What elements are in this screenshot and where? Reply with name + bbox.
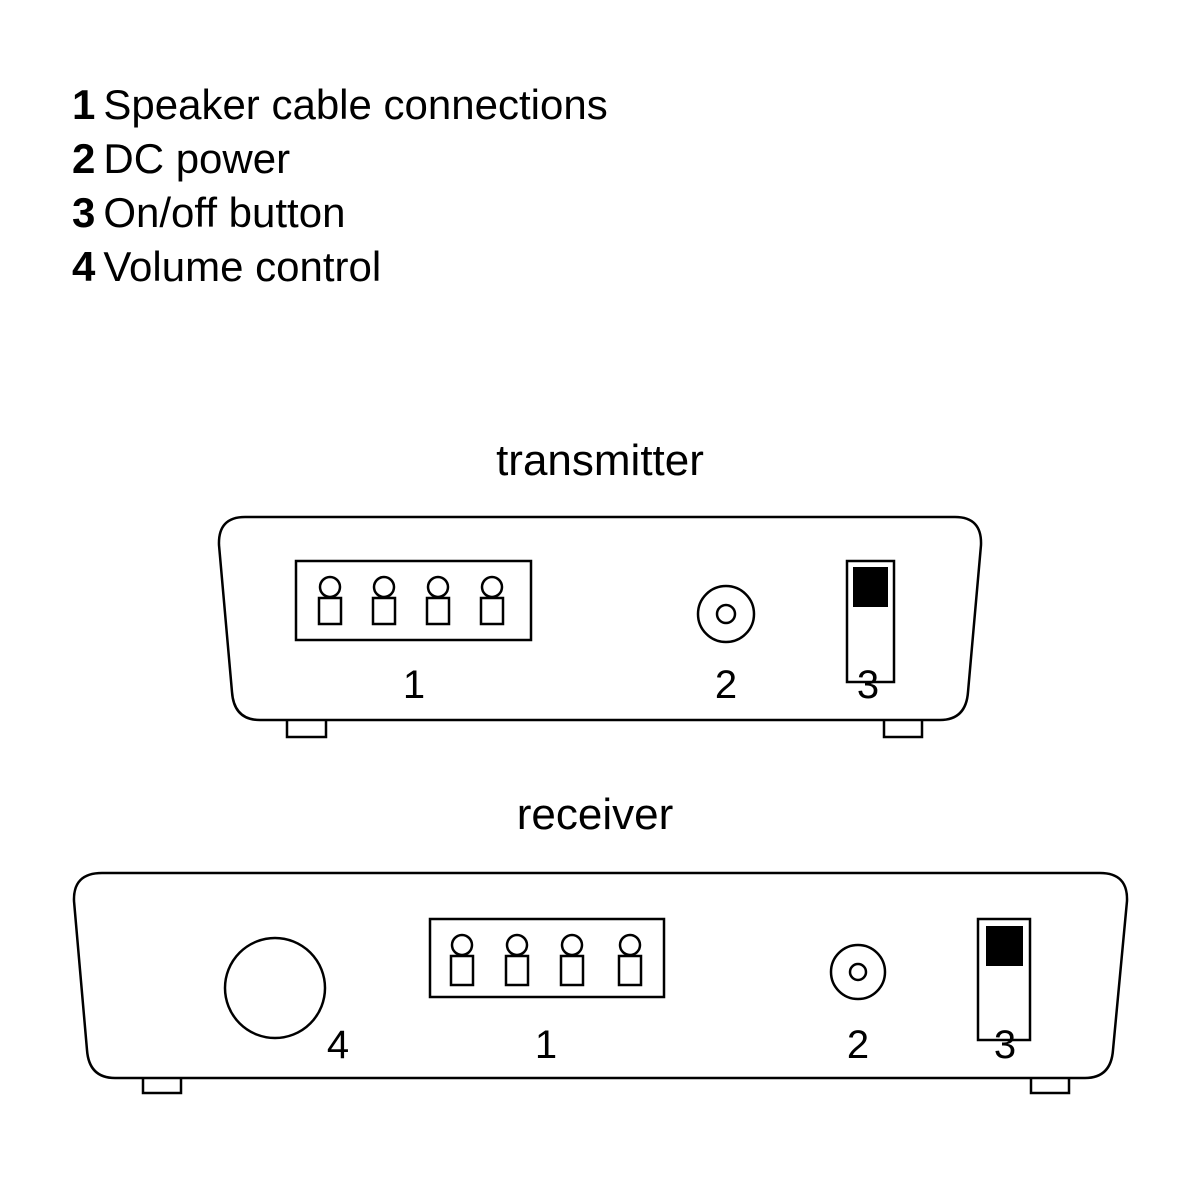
transmitter-title: transmitter <box>496 436 704 485</box>
transmitter-body <box>217 515 983 722</box>
power-switch <box>976 917 1032 1042</box>
volume-knob <box>223 936 327 1040</box>
callout-2: 2 <box>847 1023 869 1067</box>
dc-power-jack <box>696 584 756 644</box>
callout-1: 1 <box>403 663 425 707</box>
callout-2: 2 <box>715 663 737 707</box>
callout-4: 4 <box>327 1023 349 1067</box>
callout-3: 3 <box>994 1023 1016 1067</box>
speaker-terminal-block <box>428 917 666 999</box>
receiver-body <box>72 871 1129 1080</box>
callout-3: 3 <box>857 663 879 707</box>
transmitter: transmitter 1 2 3 <box>217 436 983 739</box>
callout-1: 1 <box>535 1023 557 1067</box>
receiver-title: receiver <box>517 790 674 839</box>
power-switch <box>845 559 896 684</box>
dc-power-jack <box>829 943 887 1001</box>
speaker-terminal-block <box>294 559 533 642</box>
receiver: receiver 4 1 2 3 <box>72 790 1129 1095</box>
